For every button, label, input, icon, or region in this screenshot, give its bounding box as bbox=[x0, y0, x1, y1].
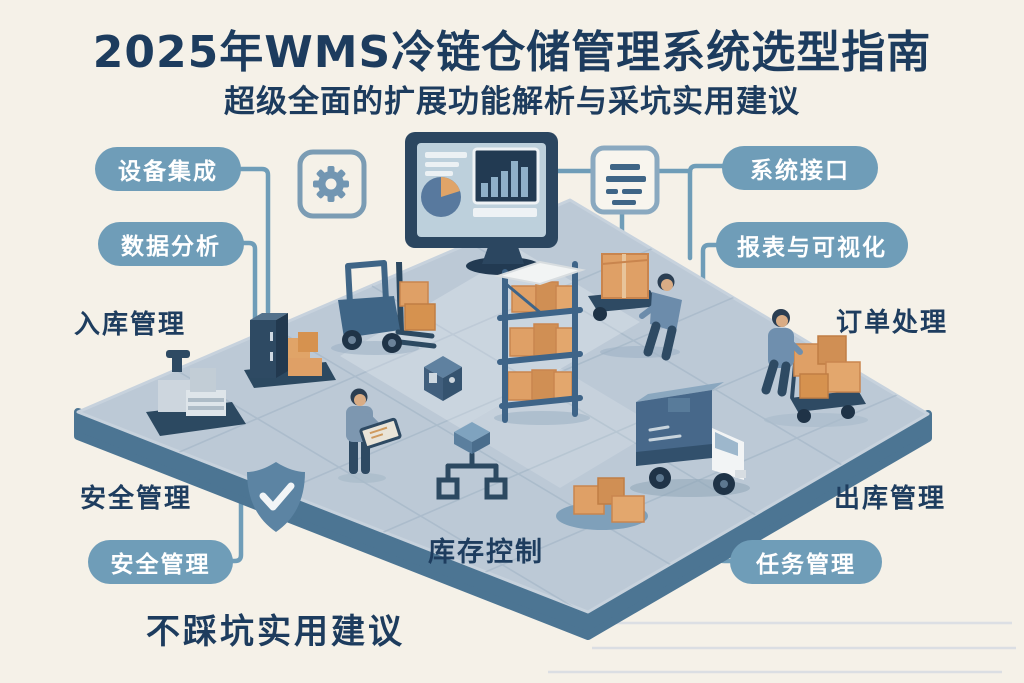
cold-cabinet bbox=[244, 313, 336, 388]
pill-device-integration: 设备集成 bbox=[95, 147, 241, 191]
label-outbound-management: 出库管理 bbox=[834, 484, 947, 514]
pill-device-integration-label: 设备集成 bbox=[118, 159, 218, 185]
footer-advice-text: 不踩坑实用建议 bbox=[146, 612, 405, 652]
pill-safety-management-label: 安全管理 bbox=[110, 552, 211, 578]
label-inventory-control: 库存控制 bbox=[428, 537, 544, 568]
pill-task-management-label: 任务管理 bbox=[756, 552, 856, 578]
monitor-dashboard-icon bbox=[405, 132, 558, 275]
worker-with-clipboard bbox=[338, 388, 402, 483]
label-inbound-management: 入库管理 bbox=[74, 310, 187, 340]
delivery-truck bbox=[630, 382, 750, 497]
small-parcel-box bbox=[424, 356, 462, 401]
pill-task-management: 任务管理 bbox=[730, 540, 882, 584]
pill-reporting-visualization-label: 报表与可视化 bbox=[737, 235, 887, 261]
worker-pushing-handtruck bbox=[588, 253, 682, 361]
pill-safety-management: 安全管理 bbox=[88, 540, 233, 584]
forklift bbox=[331, 260, 437, 355]
page-subtitle: 超级全面的扩展功能解析与采坑实用建议 bbox=[224, 84, 800, 120]
pill-data-analysis: 数据分析 bbox=[98, 222, 244, 266]
pill-system-interface: 系统接口 bbox=[722, 146, 878, 190]
shield-check-icon bbox=[247, 462, 305, 532]
inventory-boxes bbox=[556, 477, 648, 530]
pill-reporting-visualization: 报表与可视化 bbox=[716, 222, 908, 268]
network-flowchart-icon bbox=[436, 422, 508, 500]
page-title: 2025年WMS冷链仓储管理系统选型指南 bbox=[92, 27, 932, 78]
label-order-processing: 订单处理 bbox=[836, 308, 949, 338]
gear-icon bbox=[297, 149, 367, 219]
pill-data-analysis-label: 数据分析 bbox=[121, 234, 221, 260]
worker-pulling-cart bbox=[761, 309, 868, 427]
document-list-icon bbox=[590, 145, 660, 215]
label-security-management: 安全管理 bbox=[80, 484, 193, 514]
storage-rack bbox=[494, 260, 590, 425]
printer-station bbox=[146, 350, 246, 436]
decorative-lines bbox=[548, 621, 1016, 674]
pill-system-interface-label: 系统接口 bbox=[750, 158, 850, 184]
